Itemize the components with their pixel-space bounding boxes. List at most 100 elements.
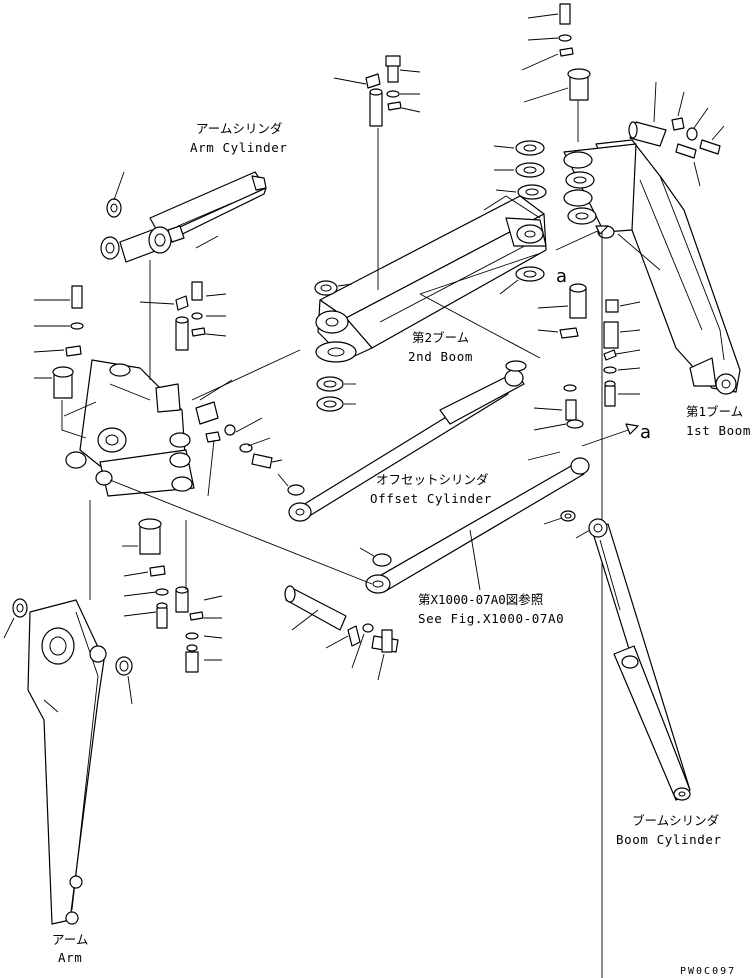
label-boom-cylinder-en: Boom Cylinder (616, 832, 722, 847)
pin-center-left (175, 281, 273, 469)
arrow-head (625, 423, 639, 435)
leader-line (537, 305, 569, 309)
leader-line (325, 635, 349, 649)
label-boom-cylinder-ja: ブームシリンダ (632, 813, 719, 828)
bolt-stack-left (52, 285, 84, 399)
leader-line (271, 459, 283, 463)
leader-line (203, 595, 223, 601)
offset-link-rod (365, 457, 590, 594)
leader-line (693, 161, 701, 187)
pin-upper-right (628, 117, 721, 159)
bolt-stack-lower-left (138, 518, 204, 673)
leader-line (693, 107, 709, 129)
washer-hole (523, 270, 537, 278)
boom-cylinder (588, 518, 691, 801)
first-boom (563, 139, 741, 395)
second-boom (315, 195, 547, 363)
offset-cylinder (288, 369, 525, 522)
washer (372, 553, 392, 567)
washer-hole (323, 400, 337, 408)
leader-line (617, 367, 641, 371)
leader-line (33, 349, 65, 353)
leader-line (401, 107, 421, 113)
leader-line (277, 473, 289, 487)
reference-a-lower: a (640, 422, 651, 443)
connector-line (191, 349, 301, 401)
leader-line (523, 87, 569, 103)
label-second-boom-ja: 第2ブーム (412, 330, 469, 345)
leader-line (207, 439, 215, 497)
drawing-code: PW0C097 (680, 966, 736, 977)
connector-line (109, 479, 373, 585)
leader-line (195, 235, 219, 249)
washer-hole (564, 513, 572, 519)
leader-line (205, 333, 227, 337)
leader-line (203, 635, 223, 639)
washer-hole (119, 660, 129, 672)
leader-line (499, 279, 519, 295)
label-see-fig-ja: 第X1000-07A0図参照 (418, 592, 543, 607)
arm (27, 599, 107, 925)
label-offset-cylinder-en: Offset Cylinder (370, 491, 492, 506)
leader-line (533, 423, 567, 431)
leader-line (619, 301, 641, 307)
arm-cylinder (100, 171, 267, 263)
washer-hole (523, 144, 537, 152)
leader-line (677, 91, 685, 117)
reference-arrow (581, 427, 635, 447)
leader-line (247, 437, 271, 447)
label-offset-cylinder-ja: オフセットシリンダ (376, 472, 489, 487)
leader-line (617, 233, 661, 271)
leader-line (139, 301, 175, 305)
leader-line (537, 329, 559, 333)
pin-assembly-top-center (365, 55, 402, 127)
leader-line (351, 633, 365, 669)
washer-hole (525, 188, 539, 196)
reference-arrow (555, 227, 605, 251)
leader-line (575, 529, 591, 539)
leader-line (235, 417, 263, 433)
leader-line (359, 547, 375, 557)
leader-line (493, 145, 515, 149)
washer-hole (323, 380, 337, 388)
label-arm-en: Arm (58, 950, 82, 965)
leader-line (521, 53, 559, 71)
arm-bracket (65, 359, 195, 497)
long-pin-bottom (284, 585, 399, 653)
leader-line (527, 13, 559, 19)
leader-line (123, 611, 157, 617)
leader-line (527, 451, 561, 461)
reference-a-upper: a (556, 266, 567, 287)
arrow-head (595, 225, 609, 235)
connector-line (419, 293, 541, 359)
leader-line (199, 379, 233, 401)
leader-line (123, 591, 157, 597)
label-see-fig-en: See Fig.X1000-07A0 (418, 611, 564, 626)
leader-line (543, 517, 563, 525)
leader-line (399, 69, 421, 73)
washer (287, 484, 305, 496)
washer-hole (320, 284, 332, 292)
washer-hole (16, 603, 24, 613)
leader-line (127, 675, 133, 705)
leader-line (527, 37, 559, 41)
leader-line (619, 329, 641, 333)
leader-line (333, 77, 367, 85)
leader-line (123, 571, 149, 577)
pin-right-column (603, 299, 619, 407)
leader-line (205, 293, 227, 297)
leader-line (653, 81, 657, 123)
bolt-stack-top-right (558, 3, 591, 101)
bushing-right (559, 283, 587, 429)
leader-line (615, 349, 641, 355)
leader-line (469, 529, 481, 591)
leader-line (377, 653, 385, 681)
leader-line (63, 401, 97, 417)
label-second-boom-en: 2nd Boom (408, 349, 473, 364)
label-arm-ja: アーム (52, 932, 88, 947)
leader-line (711, 125, 725, 141)
connector-line (61, 400, 87, 439)
leader-line (113, 171, 125, 201)
